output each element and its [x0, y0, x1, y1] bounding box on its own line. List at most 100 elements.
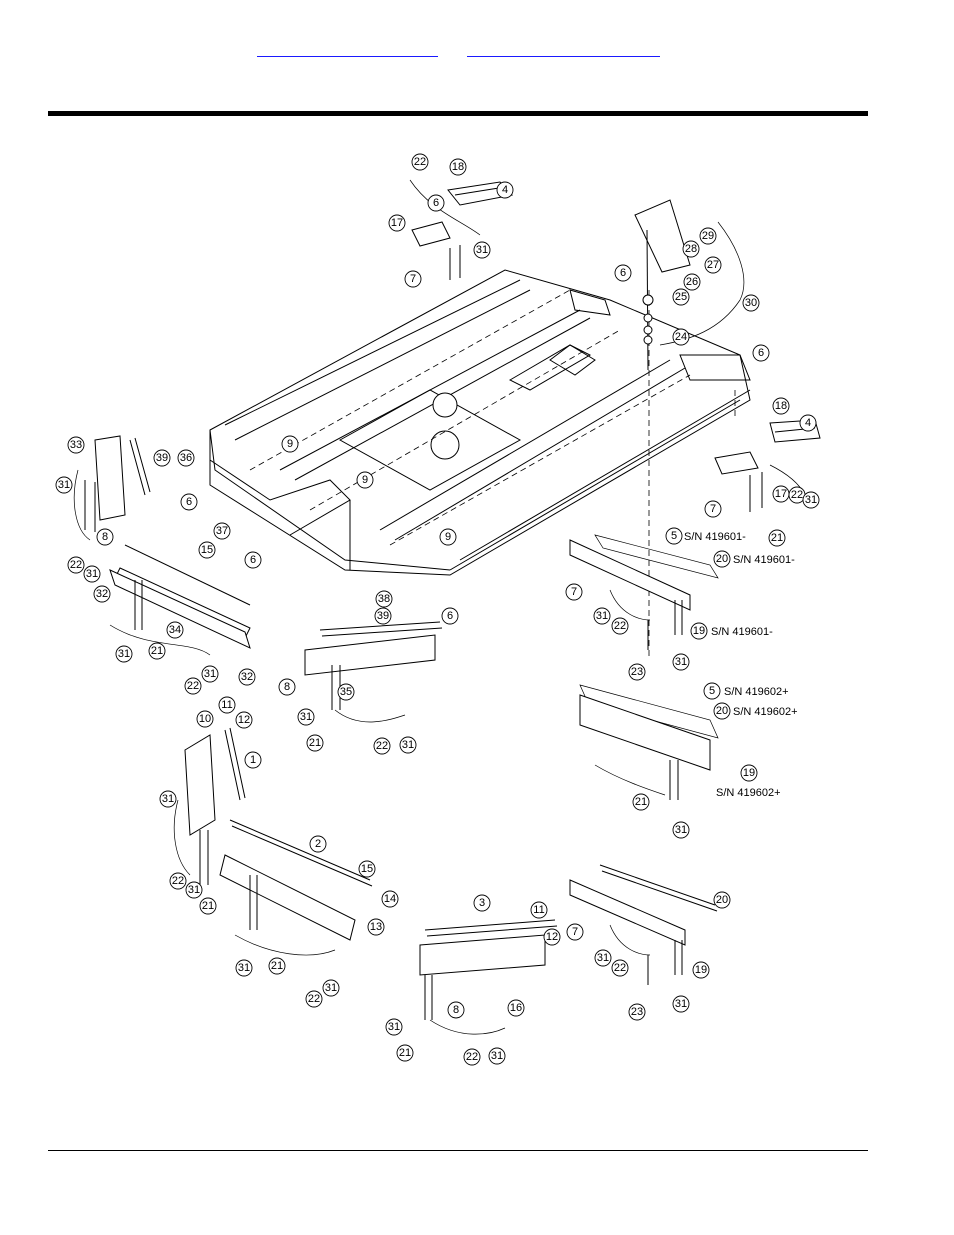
- svg-text:31: 31: [118, 648, 130, 660]
- svg-text:8: 8: [102, 531, 108, 543]
- svg-text:20: 20: [716, 705, 728, 717]
- svg-text:18: 18: [452, 161, 464, 173]
- svg-text:38: 38: [378, 593, 390, 605]
- svg-text:9: 9: [362, 474, 368, 486]
- svg-text:21: 21: [309, 737, 321, 749]
- svg-text:22: 22: [414, 156, 426, 168]
- svg-text:22: 22: [308, 993, 320, 1005]
- svg-text:22: 22: [376, 740, 388, 752]
- callout-6-d: 6: [180, 493, 198, 511]
- callout-31-k: 31: [672, 821, 690, 839]
- svg-text:6: 6: [186, 496, 192, 508]
- left-deflector-assembly: [73, 435, 151, 541]
- svg-text:17: 17: [775, 488, 787, 500]
- sn-19-plus: S/N 419602+: [716, 787, 781, 799]
- callout-33: 33: [67, 436, 85, 454]
- callout-20-c: 20: [713, 891, 731, 909]
- svg-text:22: 22: [791, 489, 803, 501]
- callout-31-h: 31: [201, 665, 219, 683]
- svg-text:8: 8: [284, 681, 290, 693]
- callout-19-c: 19: [692, 961, 710, 979]
- bottom-center-skid-assembly: [419, 919, 558, 1035]
- svg-text:4: 4: [805, 417, 811, 429]
- callout-38: 38: [375, 590, 393, 608]
- callout-25: 25: [672, 288, 690, 306]
- svg-text:5: 5: [709, 685, 715, 697]
- svg-text:21: 21: [151, 645, 163, 657]
- svg-text:13: 13: [370, 921, 382, 933]
- svg-text:21: 21: [399, 1047, 411, 1059]
- svg-text:34: 34: [169, 624, 181, 636]
- svg-text:19: 19: [695, 964, 707, 976]
- svg-text:7: 7: [710, 503, 716, 515]
- svg-text:6: 6: [250, 554, 256, 566]
- callout-12-b: 12: [543, 928, 561, 946]
- svg-text:31: 31: [805, 494, 817, 506]
- callout-4-top: 4: [496, 181, 514, 199]
- svg-text:27: 27: [707, 259, 719, 271]
- svg-text:22: 22: [466, 1051, 478, 1063]
- callout-7-c: 7: [565, 583, 583, 601]
- svg-text:31: 31: [675, 998, 687, 1010]
- svg-text:11: 11: [533, 904, 544, 916]
- callout-31-p: 31: [235, 959, 253, 977]
- callout-31-d: 31: [83, 565, 101, 583]
- svg-text:31: 31: [675, 824, 687, 836]
- callout-9-a: 9: [281, 435, 299, 453]
- callout-3: 3: [473, 894, 491, 912]
- svg-text:20: 20: [716, 894, 728, 906]
- svg-text:31: 31: [325, 982, 337, 994]
- callout-31-n: 31: [594, 949, 612, 967]
- svg-text:18: 18: [775, 400, 787, 412]
- callout-6-a: 6: [427, 194, 445, 212]
- svg-text:15: 15: [201, 544, 213, 556]
- callout-31-a: 31: [473, 241, 491, 259]
- callout-8-b: 8: [278, 678, 296, 696]
- callout-22-c: 22: [67, 556, 85, 574]
- callout-21-b: 21: [148, 642, 166, 660]
- callout-6-f: 6: [441, 607, 459, 625]
- callout-5-plus: 5: [703, 682, 721, 700]
- callout-11-b: 11: [530, 901, 548, 919]
- svg-text:31: 31: [162, 793, 174, 805]
- callout-21-e: 21: [199, 897, 217, 915]
- parts-diagram: 1 2 3 4 4 5 5 6 6 6 6 6 6 7 7 7 7 8 8 8 …: [55, 153, 821, 1066]
- callout-19-a: 19: [690, 622, 708, 640]
- callout-10: 10: [196, 710, 214, 728]
- svg-text:12: 12: [238, 714, 250, 726]
- callout-6-c: 6: [752, 344, 770, 362]
- callout-2: 2: [309, 835, 327, 853]
- svg-text:22: 22: [70, 559, 82, 571]
- callout-8-c: 8: [447, 1001, 465, 1019]
- callout-11-a: 11: [218, 696, 236, 714]
- callout-5-minus: 5: [665, 527, 683, 545]
- callout-27: 27: [704, 256, 722, 274]
- callout-21-f: 21: [268, 957, 286, 975]
- svg-text:22: 22: [614, 620, 626, 632]
- svg-text:6: 6: [433, 197, 439, 209]
- svg-text:35: 35: [340, 686, 352, 698]
- callout-21-a: 21: [768, 529, 786, 547]
- callout-22-b: 22: [788, 486, 806, 504]
- center-front-skid-assembly: [304, 621, 443, 723]
- svg-text:6: 6: [620, 267, 626, 279]
- svg-text:25: 25: [675, 291, 687, 303]
- svg-text:28: 28: [685, 243, 697, 255]
- svg-text:3: 3: [479, 897, 485, 909]
- svg-text:31: 31: [597, 952, 609, 964]
- callout-4-right: 4: [799, 414, 817, 432]
- callout-6-e: 6: [244, 551, 262, 569]
- svg-text:20: 20: [716, 553, 728, 565]
- callout-30: 30: [742, 294, 760, 312]
- header-link-2[interactable]: [467, 40, 660, 57]
- svg-text:17: 17: [391, 217, 403, 229]
- svg-text:7: 7: [410, 273, 416, 285]
- callout-24: 24: [672, 328, 690, 346]
- callout-21-d: 21: [632, 793, 650, 811]
- svg-text:24: 24: [675, 331, 687, 343]
- svg-text:31: 31: [86, 568, 98, 580]
- svg-text:7: 7: [572, 926, 578, 938]
- header-link-1[interactable]: [257, 40, 438, 57]
- callout-8-a: 8: [96, 528, 114, 546]
- callout-22-a: 22: [411, 153, 429, 171]
